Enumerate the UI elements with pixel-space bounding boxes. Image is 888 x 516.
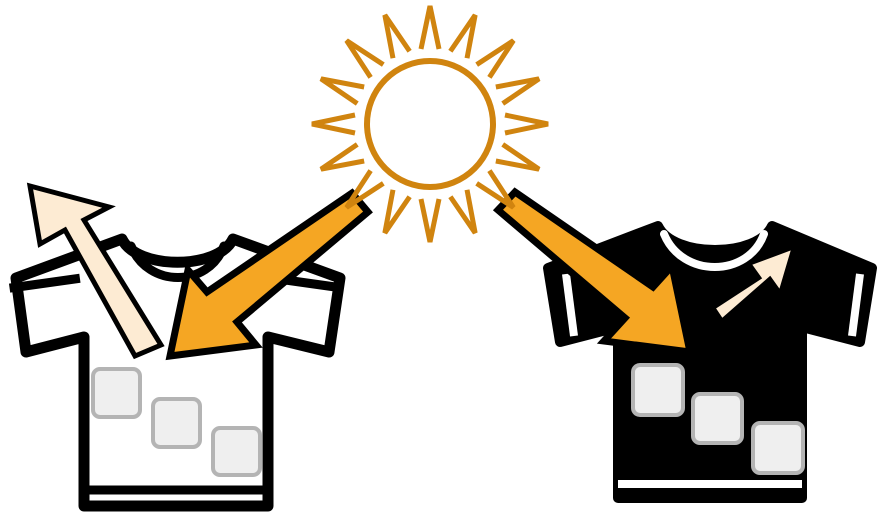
ice-cube-icon [753, 423, 803, 473]
sun-ray [477, 171, 514, 208]
sun-ray [385, 15, 410, 58]
sun-ray [450, 15, 475, 58]
sun-ray [347, 41, 384, 78]
ice-cube-icon [93, 369, 140, 417]
ice-cube-icon [213, 428, 260, 475]
ice-cube-icon [153, 399, 200, 447]
ice-cube-icon [633, 365, 683, 415]
sun-ray [385, 190, 410, 233]
sun-disc [367, 61, 493, 187]
sun-ray [477, 41, 514, 78]
sun-ray [321, 79, 364, 104]
sun-ray [505, 115, 548, 133]
sun-ray [321, 144, 364, 169]
sun-ray [496, 79, 539, 104]
sun-ray [312, 115, 355, 133]
ice-cube-icon [693, 394, 742, 443]
sun-ray [496, 144, 539, 169]
sun-ray [421, 199, 439, 242]
sun-icon [312, 6, 548, 242]
sun-ray [450, 190, 475, 233]
sun-ray [421, 6, 439, 49]
